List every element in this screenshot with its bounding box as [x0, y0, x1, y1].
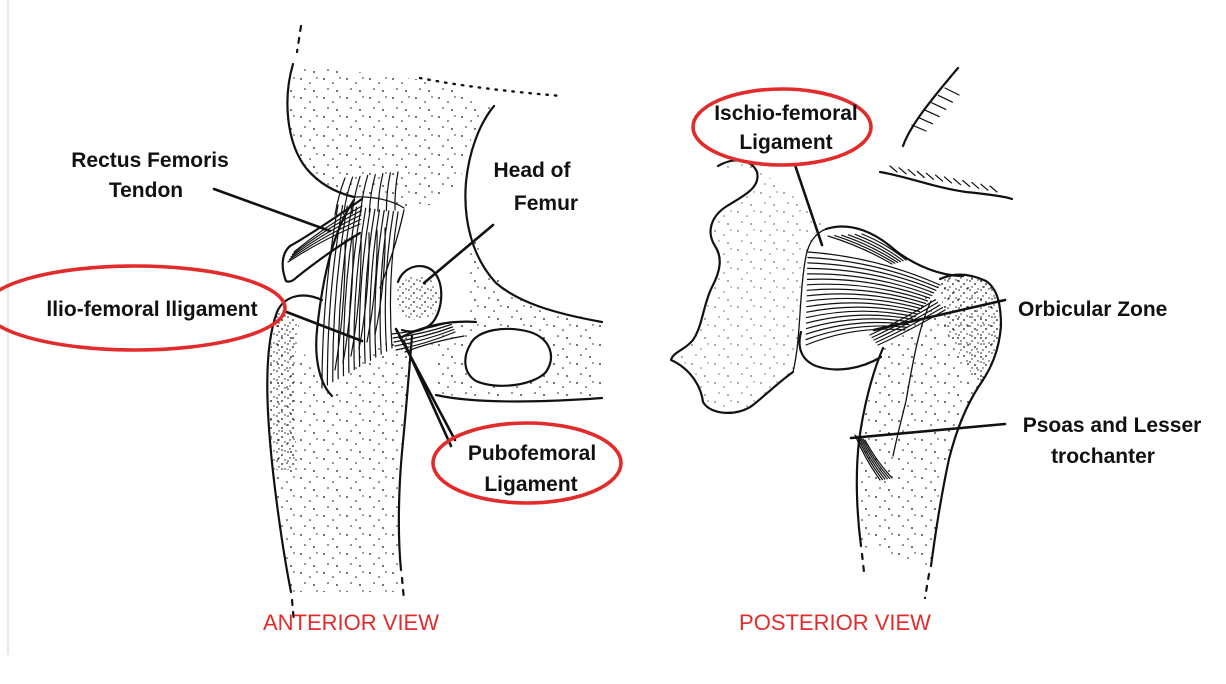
pubofemoral-label-line2: Ligament [484, 473, 577, 496]
femoral-head-shading [396, 276, 440, 320]
ischiofemoral-fiber [807, 307, 918, 314]
rectus-femoris-label: Rectus Femoris Tendon [71, 149, 229, 202]
head-of-femur-label-line2: Femur [514, 192, 578, 215]
anterior-view-title: ANTERIOR VIEW [263, 610, 439, 635]
rectus-femoris-leader [214, 189, 330, 231]
notch-hatch [945, 88, 959, 95]
iliofemoral-label: llio-femoral lligament [46, 298, 257, 321]
posterior-ilium-stipple [671, 160, 826, 413]
posterior-femur-right-dashed [925, 574, 929, 598]
head-of-femur-label-line1: Head of [493, 159, 571, 182]
bone-hatch [917, 172, 924, 178]
rectus-femoris-label-line2: Tendon [109, 179, 183, 202]
iliofemoral-fiber [390, 212, 398, 348]
posterior-upper-bone-edge [880, 172, 1012, 199]
bone-hatch [981, 184, 988, 190]
head-of-femur-label: Head of Femur [493, 159, 578, 215]
posterior-hip-drawing [671, 68, 1012, 598]
femur-right-edge-dashed [402, 578, 404, 600]
notch-hatch [925, 110, 939, 116]
sciatic-notch-edge [903, 68, 958, 146]
posterior-view-title: POSTERIOR VIEW [739, 610, 931, 635]
psoas-lesser-trochanter-label: Psoas and Lesser trochanter [1023, 414, 1202, 468]
psoas-label-line2: trochanter [1051, 445, 1155, 468]
capsule-fiber [862, 234, 906, 260]
bone-hatch [899, 168, 906, 174]
pubofemoral-label-line1: Pubofemoral [468, 442, 596, 465]
bone-hatch [963, 181, 970, 187]
pubofemoral-label: Pubofemoral Ligament [468, 442, 596, 496]
notch-hatch [919, 118, 933, 124]
bone-hatch [972, 182, 979, 188]
bone-hatch [908, 170, 915, 176]
bone-hatch [945, 177, 952, 183]
ilium-crest-dashed [297, 26, 301, 52]
bone-hatch [954, 179, 961, 185]
bone-hatch [926, 173, 933, 179]
posterior-femur-left-dashed [862, 554, 864, 572]
bone-hatch [990, 186, 997, 192]
ischiofemoral-label-line1: Ischio-femoral [714, 102, 858, 125]
bone-hatch [890, 166, 897, 172]
notch-hatch [932, 103, 946, 110]
psoas-label-line1: Psoas and Lesser [1023, 414, 1202, 437]
notch-hatch [938, 95, 952, 102]
orbicular-zone-label: Orbicular Zone [1018, 298, 1167, 321]
obturator-foramen [465, 329, 551, 386]
ischiofemoral-label: Ischio-femoral Ligament [714, 102, 858, 154]
bone-hatch [936, 175, 943, 181]
iliofemoral-fiber [385, 212, 393, 352]
ischiofemoral-label-line2: Ligament [739, 131, 832, 154]
rectus-femoris-label-line1: Rectus Femoris [71, 149, 229, 172]
